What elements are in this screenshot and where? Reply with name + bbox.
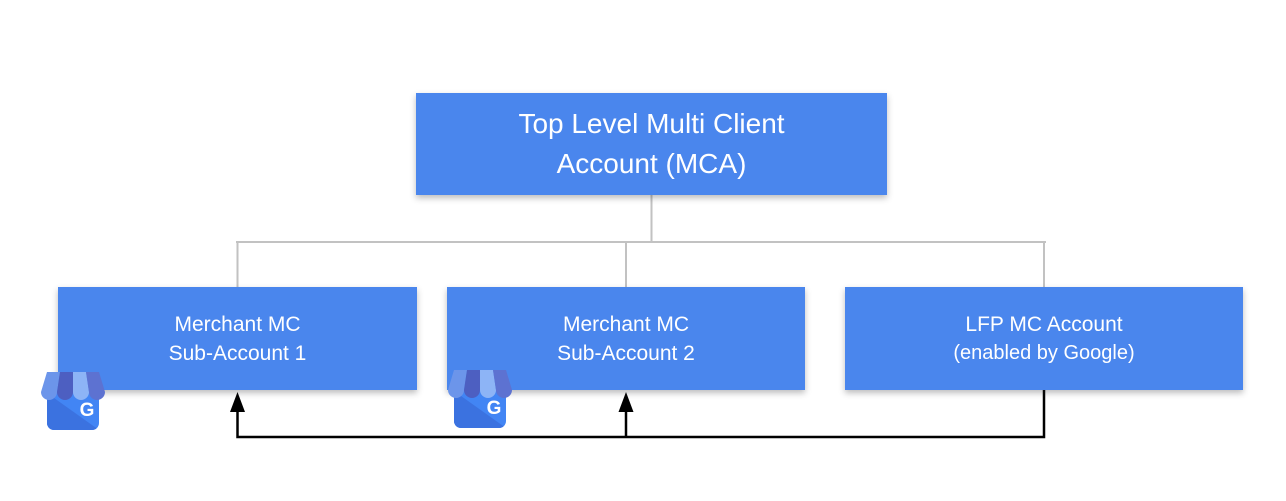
node-label-line2: Sub-Account 2 — [557, 341, 695, 365]
node-lfp-mc-account: LFP MC Account (enabled by Google) — [845, 287, 1243, 390]
node-label-line2: Sub-Account 1 — [168, 341, 307, 365]
arrowhead-sub1 — [230, 392, 245, 412]
node-top-level-mca: Top Level Multi Client Account (MCA) — [416, 93, 887, 195]
node-label-line2: (enabled by Google) — [953, 341, 1135, 364]
node-label-line2: Account (MCA) — [556, 148, 747, 179]
google-business-profile-icon — [39, 366, 107, 432]
node-label-line1: Top Level Multi Client — [518, 108, 785, 139]
lfp-feed-arrows — [230, 390, 1046, 439]
tree-connectors — [236, 195, 1046, 287]
feed-arrow-path — [236, 390, 1046, 439]
node-label-line1: Merchant MC — [174, 312, 301, 336]
google-business-profile-icon — [446, 364, 514, 430]
node-merchant-sub-account-1: Merchant MC Sub-Account 1 — [58, 287, 417, 390]
node-label-line1: Merchant MC — [562, 312, 690, 336]
node-label-line1: LFP MC Account — [965, 312, 1123, 336]
arrowhead-sub2 — [618, 392, 634, 412]
